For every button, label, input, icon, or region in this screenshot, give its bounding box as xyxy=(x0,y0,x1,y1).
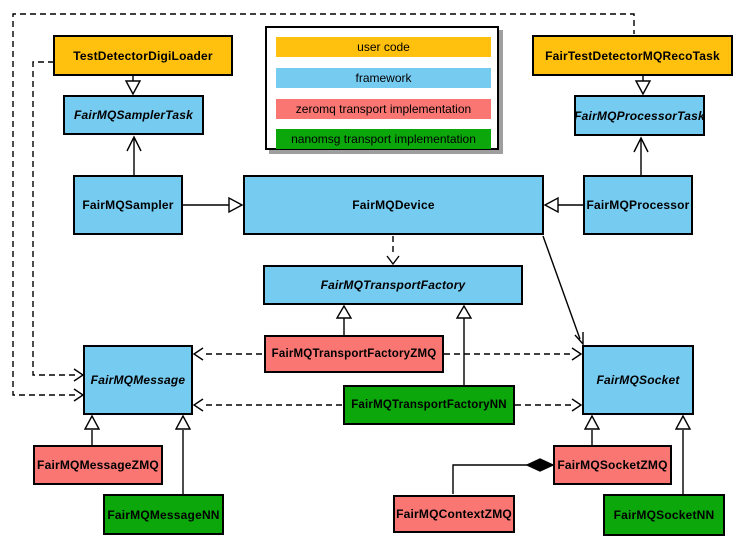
edge-messagezmq-inherits-message xyxy=(83,414,101,445)
node-fair-test-detector-mq-reco-task: FairTestDetectorMQRecoTask xyxy=(532,35,733,76)
legend: user code framework zeromq transport imp… xyxy=(265,26,499,150)
legend-item-nanomsg: nanomsg transport implementation xyxy=(276,129,491,149)
edge-factorynn-to-message-dashed xyxy=(192,398,342,412)
node-fairmq-message-nn: FairMQMessageNN xyxy=(103,494,224,535)
node-fairmq-context-zmq: FairMQContextZMQ xyxy=(393,495,515,533)
edge-factorynn-inherits-transportfactory xyxy=(455,304,473,385)
node-test-detector-digi-loader: TestDetectorDigiLoader xyxy=(53,35,233,76)
edge-factoryzmq-inherits-transportfactory xyxy=(335,304,353,335)
node-fairmq-transport-factory-nn: FairMQTransportFactoryNN xyxy=(343,385,515,425)
legend-item-zeromq: zeromq transport implementation xyxy=(276,99,491,119)
node-fairmq-device: FairMQDevice xyxy=(243,175,544,235)
edge-messagenn-inherits-message xyxy=(174,414,192,494)
node-fairmq-transport-factory: FairMQTransportFactory xyxy=(263,265,523,305)
edge-processor-inherits-device xyxy=(543,196,583,214)
legend-item-user-code: user code xyxy=(276,37,491,57)
node-fairmq-processor: FairMQProcessor xyxy=(583,175,693,235)
node-fairmq-socket-zmq: FairMQSocketZMQ xyxy=(553,445,672,485)
edge-sampler-inherits-device xyxy=(183,196,244,214)
edge-recotask-inherits-processortask xyxy=(634,76,652,96)
composition-diamond-icon xyxy=(525,458,555,472)
node-fairmq-message: FairMQMessage xyxy=(83,345,193,415)
edge-digiloader-inherits-samplertask xyxy=(124,76,142,96)
edge-socketzmq-composes-contextzmq xyxy=(452,458,555,494)
node-fairmq-socket: FairMQSocket xyxy=(582,345,694,415)
edge-factorynn-to-socket-dashed xyxy=(515,398,583,412)
node-fairmq-processor-task: FairMQProcessorTask xyxy=(574,95,705,136)
node-fairmq-message-zmq: FairMQMessageZMQ xyxy=(33,445,163,485)
node-fairmq-sampler-task: FairMQSamplerTask xyxy=(63,95,204,135)
edge-factoryzmq-to-socket-dashed xyxy=(444,347,583,361)
edge-processor-to-processortask xyxy=(633,136,649,175)
edge-socketnn-inherits-socket xyxy=(674,414,692,494)
edge-factoryzmq-to-message-dashed xyxy=(192,347,262,361)
edge-socketzmq-inherits-socket xyxy=(583,414,601,445)
edge-device-to-transportfactory-dashed xyxy=(386,236,400,266)
node-fairmq-socket-nn: FairMQSocketNN xyxy=(603,494,725,536)
node-fairmq-transport-factory-zmq: FairMQTransportFactoryZMQ xyxy=(264,335,444,373)
edge-sampler-to-samplertask xyxy=(126,135,142,175)
legend-item-framework: framework xyxy=(276,68,491,88)
edge-device-to-socket xyxy=(542,235,584,346)
node-fairmq-sampler: FairMQSampler xyxy=(73,175,183,235)
